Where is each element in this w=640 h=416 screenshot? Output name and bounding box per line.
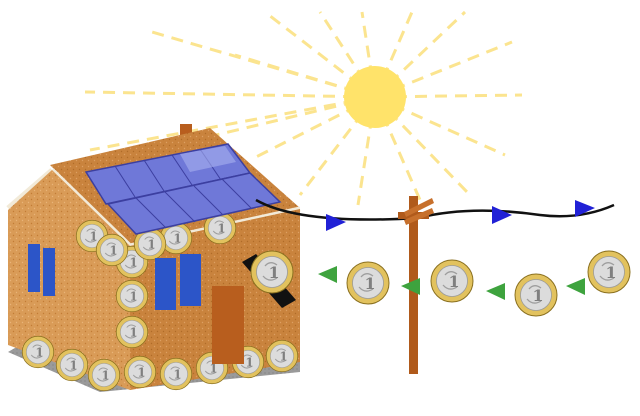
euro-coin-icon (587, 250, 631, 294)
gable-window (28, 244, 55, 296)
arrow-left-icon (318, 266, 337, 283)
door (212, 286, 244, 364)
euro-coin-icon (430, 259, 474, 303)
house-icon (6, 124, 301, 392)
euro-coin-icon (21, 335, 55, 369)
solar-panel-icon (84, 143, 282, 235)
arrow-left-icon (401, 278, 420, 295)
euro-coin-icon (55, 348, 89, 382)
money-flow-arrows (318, 266, 585, 300)
euro-coin-icon (346, 261, 390, 305)
sun-icon (84, 10, 523, 206)
arrow-left-icon (566, 278, 585, 295)
euro-coin-icon (265, 339, 299, 373)
flowing-coins (346, 250, 631, 317)
front-window (155, 254, 201, 310)
euro-coin-icon (123, 355, 157, 389)
power-wire (255, 198, 615, 221)
euro-coin-icon (87, 358, 121, 392)
euro-coin-icon (95, 233, 129, 267)
arrow-right-icon (326, 214, 346, 231)
euro-coin-icon (115, 315, 149, 349)
ground-shadow (8, 345, 300, 392)
euro-coin-icon (159, 357, 193, 391)
arrow-right-icon (575, 200, 595, 217)
energy-flow-arrows (326, 200, 595, 231)
arrow-right-icon (492, 206, 512, 224)
euro-coin-icon (250, 250, 294, 294)
meter-box (242, 250, 296, 308)
euro-coin-icon (115, 279, 149, 313)
euro-coin-icon (514, 273, 558, 317)
arrow-left-icon (486, 283, 505, 300)
